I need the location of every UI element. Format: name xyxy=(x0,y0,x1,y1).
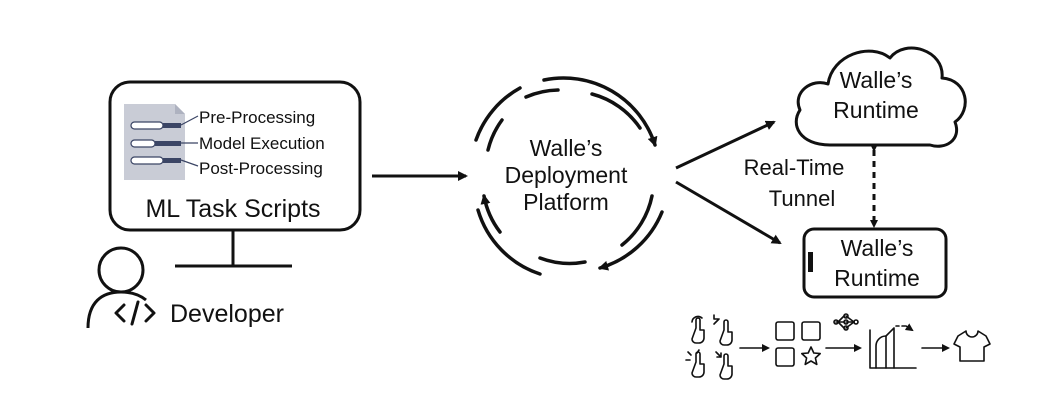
monitor: Pre-Processing Model Execution Post-Proc… xyxy=(108,80,362,268)
cloud-runtime-line1: Walle’s xyxy=(840,67,913,93)
step-label-pre: Pre-Processing xyxy=(199,108,315,127)
tunnel-label-line1: Real-Time xyxy=(744,155,845,180)
device-runtime: Walle’s Runtime xyxy=(802,227,948,299)
platform-label-line3: Platform xyxy=(523,189,609,215)
device-runtime-line2: Runtime xyxy=(834,265,920,291)
step-connector xyxy=(180,159,199,167)
neural-network-icon xyxy=(833,313,859,331)
tunnel-label-line2: Tunnel xyxy=(769,186,835,211)
cloud-icon xyxy=(794,46,967,148)
cloud-runtime: Walle’s Runtime xyxy=(794,46,967,148)
device-runtime-line1: Walle’s xyxy=(841,235,914,261)
developer-icon xyxy=(86,246,156,329)
script-document-icon xyxy=(124,104,185,180)
chart-icon xyxy=(869,323,917,369)
cloud-runtime-line2: Runtime xyxy=(833,97,919,123)
tshirt-icon xyxy=(953,330,991,362)
developer: Developer xyxy=(86,246,284,329)
platform-label-line2: Deployment xyxy=(505,162,628,188)
monitor-title: ML Task Scripts xyxy=(145,195,320,223)
platform-cycle xyxy=(474,76,664,276)
phone-icon xyxy=(802,227,948,299)
developer-label: Developer xyxy=(170,300,284,328)
phone-button xyxy=(808,252,813,272)
step-label-model: Model Execution xyxy=(199,134,325,153)
platform-label-line1: Walle’s xyxy=(530,135,603,161)
arrow-to-device xyxy=(675,180,782,245)
step-connector xyxy=(180,115,199,126)
app-grid-icon xyxy=(775,321,821,367)
touch-gesture-icon xyxy=(685,314,733,380)
arrow-to-cloud xyxy=(675,120,776,170)
step-label-post: Post-Processing xyxy=(199,159,323,178)
pipeline-icons xyxy=(685,313,991,380)
